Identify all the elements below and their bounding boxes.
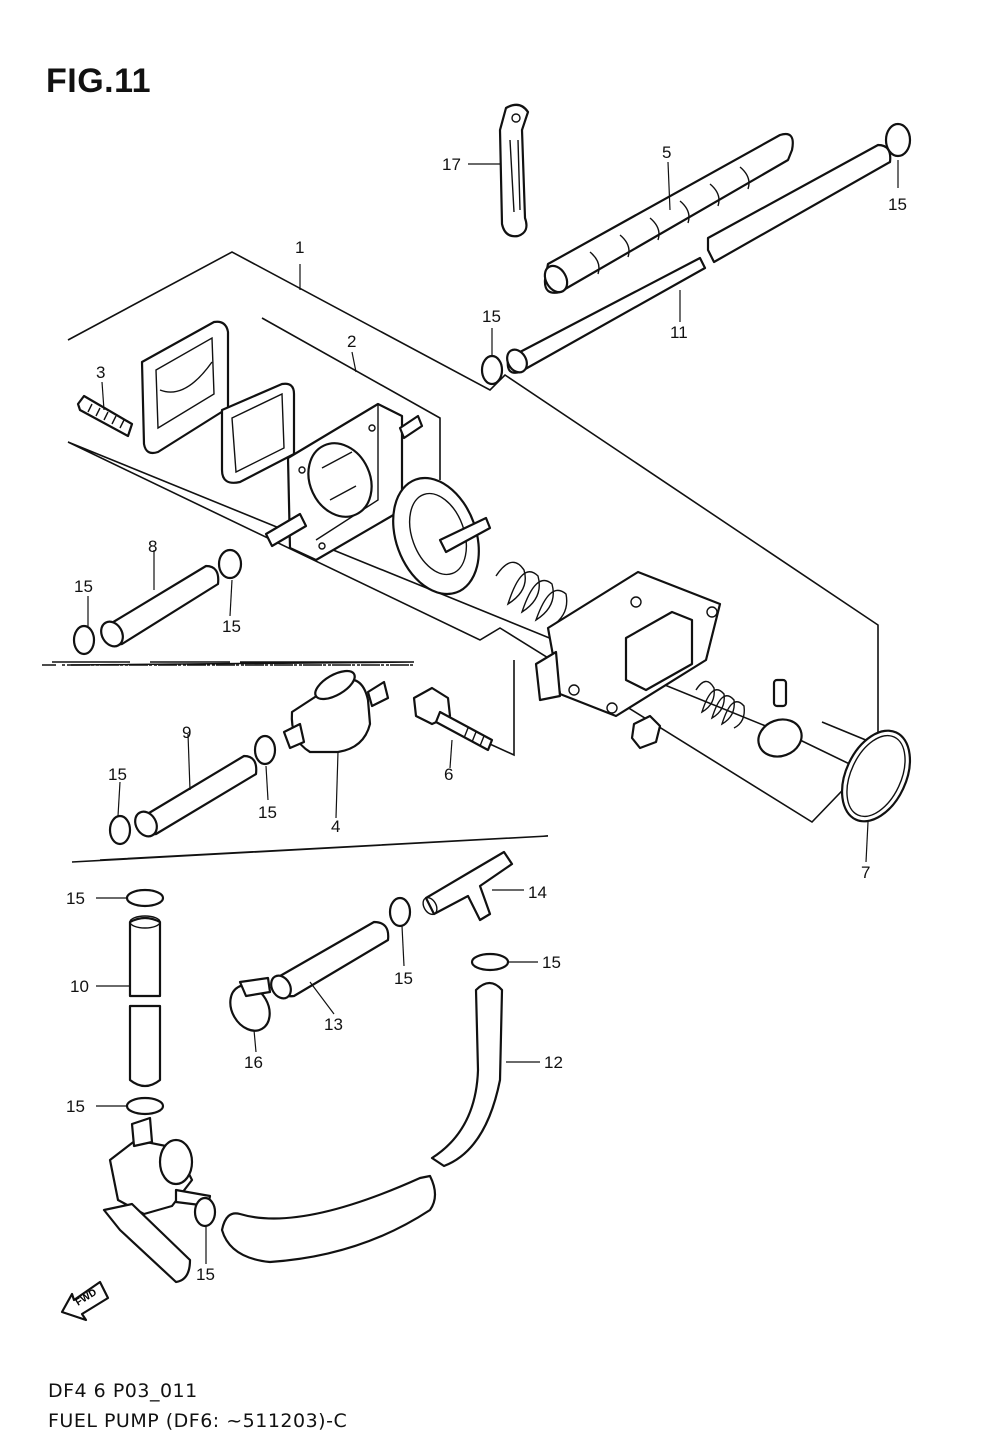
callout-16: 16 (244, 1053, 263, 1072)
part-6-bolt (412, 686, 494, 752)
figure-code: DF4 6 P03_011 (48, 1380, 198, 1402)
callout-7: 7 (861, 863, 870, 882)
callout-15: 15 (222, 617, 241, 636)
part-pump-cover (534, 570, 722, 718)
hose-clips (72, 122, 912, 1228)
callout-15: 15 (542, 953, 561, 972)
callout-15: 15 (196, 1265, 215, 1284)
callout-4: 4 (331, 817, 340, 836)
callout-labels: 1 2 3 4 5 6 7 8 9 10 11 12 13 14 15 15 1… (66, 143, 907, 1284)
callout-17: 17 (442, 155, 461, 174)
callout-15: 15 (888, 195, 907, 214)
callout-15: 15 (394, 969, 413, 988)
part-5-protector (543, 132, 794, 294)
part-3-screw (76, 394, 134, 438)
part-fuel-cock (102, 1116, 212, 1284)
part-17-clip (498, 103, 530, 238)
callout-15: 15 (66, 889, 85, 908)
callout-9: 9 (182, 723, 191, 742)
part-valve-spring (630, 678, 803, 758)
part-12-hose (220, 981, 504, 1264)
part-9-hose (134, 754, 258, 838)
fwd-arrow-icon: FWD (60, 1280, 110, 1322)
callout-13: 13 (324, 1015, 343, 1034)
callout-5: 5 (662, 143, 671, 162)
callout-11: 11 (670, 323, 688, 342)
part-14-tee-joint (422, 850, 514, 922)
callout-10: 10 (70, 977, 89, 996)
part-8-hose (100, 564, 220, 648)
callout-2: 2 (347, 332, 356, 351)
part-4-fuel-filter (282, 669, 390, 754)
part-diaphragm (392, 476, 492, 596)
part-16-clamp (229, 976, 272, 1032)
part-10-hose (128, 915, 162, 1088)
callout-15: 15 (258, 803, 277, 822)
callout-1: 1 (295, 238, 304, 257)
part-spring (495, 561, 568, 627)
section-dividers (42, 661, 549, 863)
figure-caption: FUEL PUMP (DF6: ~511203)-C (48, 1410, 348, 1432)
callout-8: 8 (148, 537, 157, 556)
callout-14: 14 (528, 883, 547, 902)
callout-15: 15 (108, 765, 127, 784)
callout-15: 15 (66, 1097, 85, 1116)
callout-3: 3 (96, 363, 105, 382)
callout-15: 15 (482, 307, 501, 326)
leader-lines (87, 160, 899, 1264)
figure-title: FIG.11 (46, 62, 152, 100)
part-13-hose (270, 920, 390, 1000)
callout-12: 12 (544, 1053, 563, 1072)
callout-6: 6 (444, 765, 453, 784)
part-7-o-ring (840, 729, 912, 823)
part-gasket-plates (140, 320, 296, 484)
callout-15: 15 (74, 577, 93, 596)
